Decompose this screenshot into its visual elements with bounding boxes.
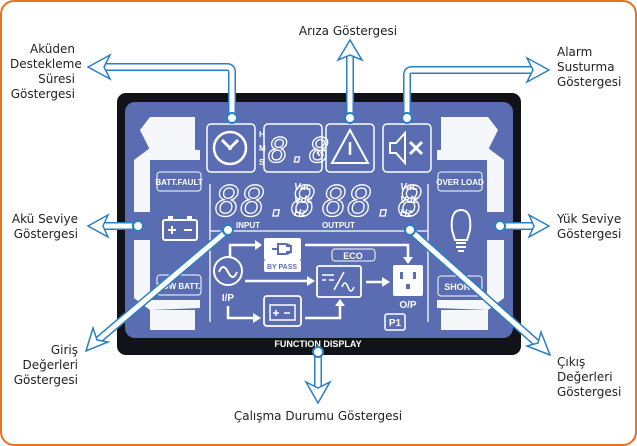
hours-unit: H: [259, 130, 265, 139]
arrowhead-load-level: [527, 213, 551, 239]
arrowhead-operating-mode: [304, 380, 332, 405]
battery-icon: [162, 216, 198, 241]
chevrons-icon: «: [316, 144, 325, 161]
output-digits: 88.8: [322, 177, 423, 226]
arrowhead-output: [524, 329, 552, 357]
arrowhead-input: [84, 325, 111, 353]
output-unit-hz: Hz: [400, 208, 412, 219]
ac-source-icon: [213, 256, 243, 286]
time-digits: 8.8: [268, 131, 329, 171]
bypass-plug-icon: [264, 238, 301, 260]
outlet-icon: [393, 265, 423, 296]
callout-operating-mode: Çalışma Durumu Göstergesi: [233, 409, 403, 423]
ip-label: I/P: [222, 293, 235, 304]
speaker-mute-icon: [389, 130, 406, 166]
bypass-label: BY PASS: [267, 264, 297, 271]
callout-alarm-mute: Alarm Susturma Göstergesi: [557, 45, 622, 89]
output-label: OUTPUT: [322, 221, 355, 230]
low-batt-label: LOW BATT.: [158, 282, 201, 291]
input-label: INPUT: [236, 221, 260, 230]
callout-fault: Arıza Göstergesi: [298, 24, 398, 38]
callout-backup-time: Aküden Destekleme Süresi Göstergesi: [10, 42, 82, 101]
arrowhead-alarm-mute: [525, 56, 551, 84]
callout-input-values: Giriş Değerleri Göstergesi: [13, 343, 78, 387]
callout-dots: [132, 112, 506, 358]
battery-mode-icon: [263, 295, 302, 327]
time-digits-box: [263, 123, 323, 173]
clock-icon: [212, 130, 248, 166]
over-load-label: OVER LOAD: [436, 178, 484, 187]
arrowhead-backup-time: [86, 53, 112, 81]
eco-label: ECO: [343, 251, 363, 261]
arrowhead-battery-level: [86, 213, 110, 239]
short-label: SHORT: [444, 282, 476, 292]
op-label: O/P: [399, 300, 417, 311]
minutes-unit: M: [259, 144, 266, 153]
input-unit-hz: Hz: [294, 208, 306, 219]
arrowhead-fault: [336, 38, 364, 62]
seconds-unit: S: [259, 158, 265, 167]
function-display-label: FUNCTION DISPLAY: [274, 339, 361, 349]
output-unit-vdc: Vdc: [400, 195, 419, 206]
backup-time-box: [206, 123, 256, 173]
arrowheads: [84, 38, 552, 405]
callout-load-level: Yük Seviye Göstergesi: [557, 212, 622, 241]
inverter-icon: [316, 265, 362, 298]
bulb-icon: [450, 208, 472, 252]
callout-output-values: Çıkış Değerleri Göstergesi: [557, 355, 622, 399]
batt-fault-label: BATT.FAULT: [155, 178, 202, 187]
input-unit-vdc: Vdc: [294, 195, 313, 206]
warning-icon: [330, 127, 370, 164]
callout-battery-level: Akü Seviye Göstergesi: [11, 212, 78, 241]
input-digits: 88.8: [215, 177, 316, 226]
output-unit-vac: Vac: [400, 182, 418, 193]
input-unit-vac: Vac: [294, 182, 312, 193]
p1-label: P1: [389, 318, 402, 329]
